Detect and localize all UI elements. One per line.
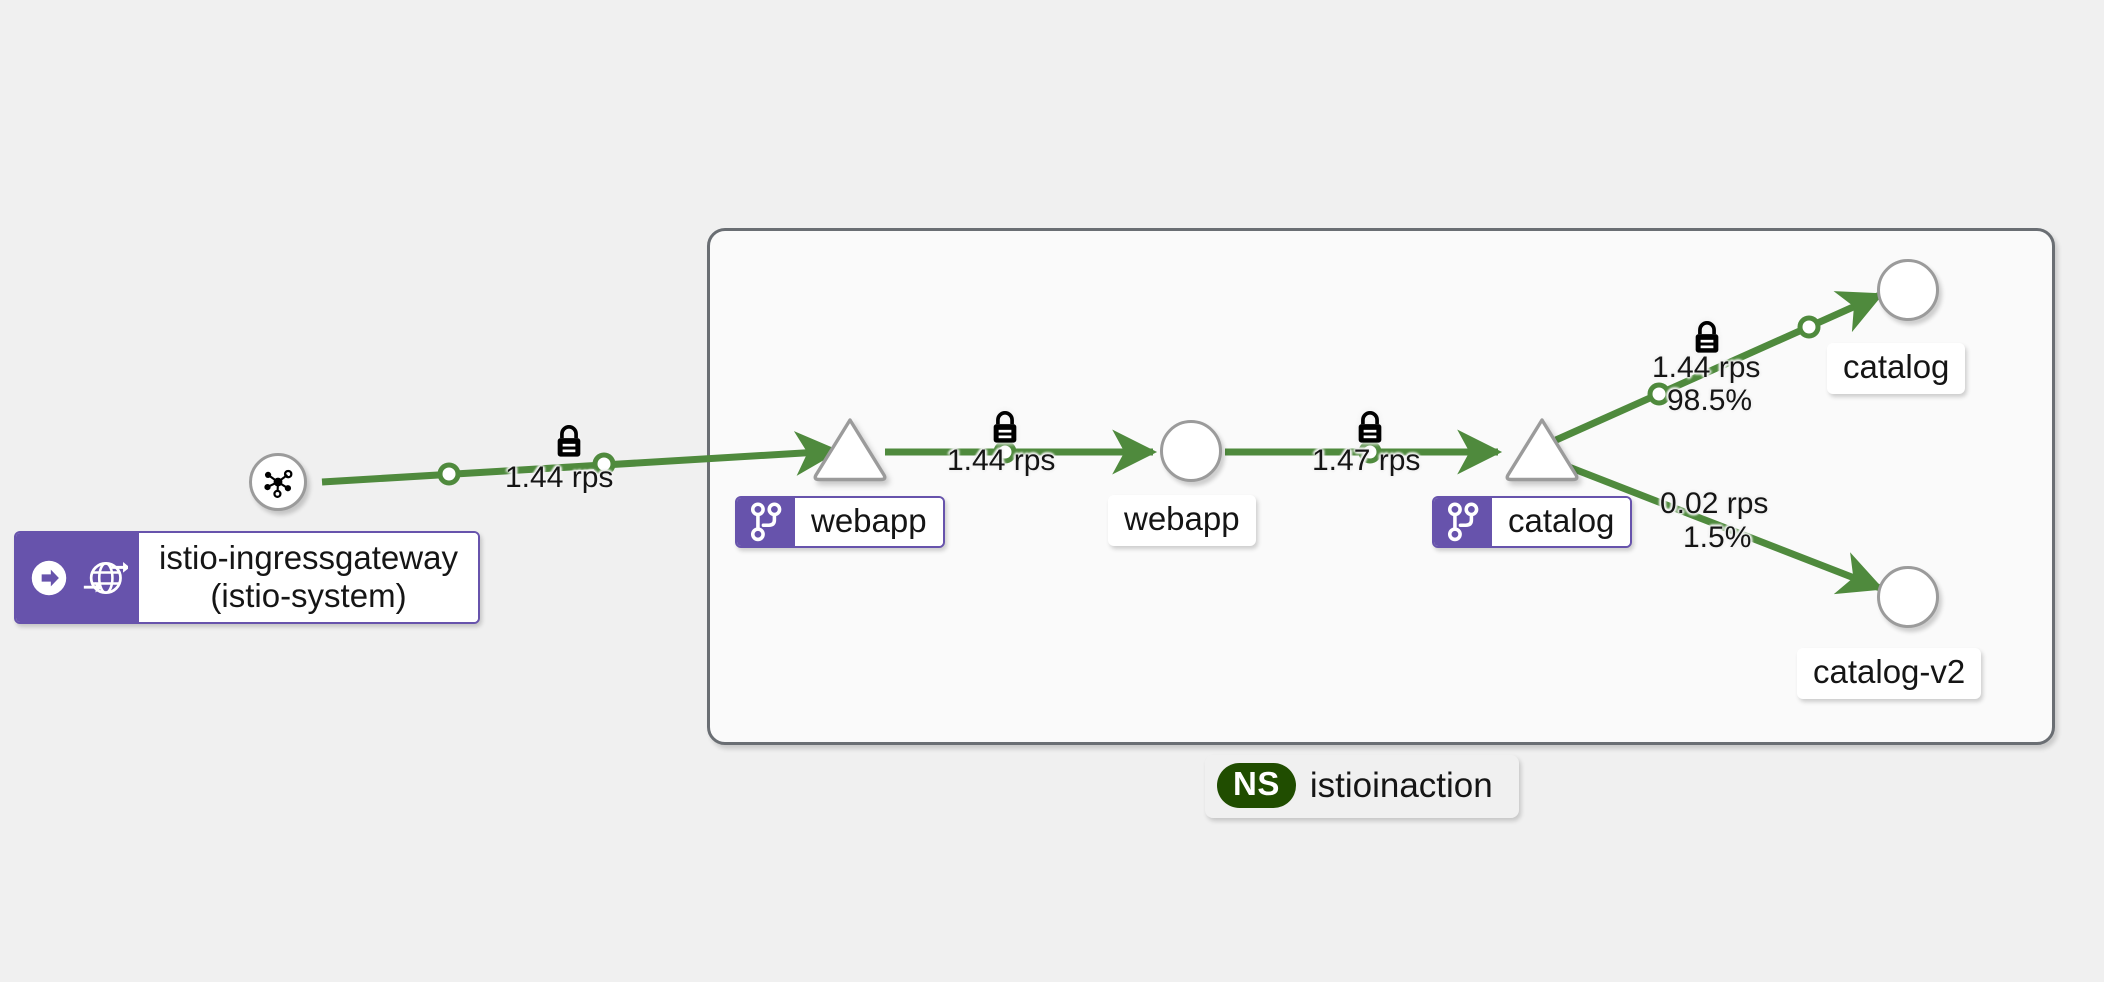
node-mesh-root[interactable] xyxy=(249,453,307,511)
edge-label-rate: 1.47 rps xyxy=(1312,444,1421,477)
node-label-text: webapp xyxy=(795,498,943,547)
node-label-istio-ingressgateway[interactable]: istio-ingressgateway (istio-system) xyxy=(14,531,480,625)
edge-label-rate: 1.44 rps xyxy=(505,461,614,494)
ingress-arrow-icon xyxy=(31,560,67,595)
virtual-service-branch-icon xyxy=(750,502,782,542)
node-label-catalog-service[interactable]: catalog xyxy=(1432,496,1633,549)
workload-circle[interactable] xyxy=(1877,259,1939,321)
edge-webapp-service-to-webapp-workload[interactable] xyxy=(885,429,1158,475)
node-label-catalog-workload[interactable]: catalog xyxy=(1827,343,1966,394)
edge-mesh-to-webapp-service[interactable] xyxy=(321,431,841,486)
node-label-catalog-v2-workload[interactable]: catalog-v2 xyxy=(1797,648,1982,699)
service-triangle[interactable] xyxy=(812,415,888,483)
edge-label-rate: 1.44 rps xyxy=(947,444,1056,477)
virtual-service-branch-icon xyxy=(1447,502,1479,542)
node-catalog-workload[interactable] xyxy=(1877,259,1939,321)
namespace-badge[interactable]: NS istioinaction xyxy=(1205,755,1519,818)
node-label-webapp-service[interactable]: webapp xyxy=(735,496,945,549)
node-label-text: catalog xyxy=(1492,498,1631,547)
service-triangle[interactable] xyxy=(1504,415,1580,483)
node-catalog-v2-workload[interactable] xyxy=(1877,566,1939,628)
lock-icon xyxy=(1353,408,1387,446)
gateway-globe-icon xyxy=(83,561,128,594)
edge-label-percent: 1.5% xyxy=(1683,521,1752,554)
workload-circle[interactable] xyxy=(1160,420,1222,482)
lock-icon xyxy=(552,422,586,460)
gateway-label-line1: istio-ingressgateway xyxy=(159,539,458,576)
edge-catalog-service-to-catalog-v2-workload[interactable] xyxy=(1554,458,1884,595)
node-catalog-service[interactable] xyxy=(1504,415,1580,483)
mesh-node-circle[interactable] xyxy=(249,453,307,511)
gateway-label-text: istio-ingressgateway (istio-system) xyxy=(139,533,478,623)
node-webapp-workload[interactable] xyxy=(1160,420,1222,482)
edge-catalog-service-to-catalog-workload[interactable] xyxy=(1554,291,1884,444)
gateway-badges xyxy=(16,533,139,623)
mesh-topology-icon xyxy=(264,469,293,499)
workload-circle[interactable] xyxy=(1877,566,1939,628)
edge-label-rate: 0.02 rps xyxy=(1660,487,1769,520)
namespace-name: istioinaction xyxy=(1309,765,1493,805)
namespace-abbrev-pill: NS xyxy=(1217,763,1296,808)
lock-icon xyxy=(1690,318,1724,356)
gateway-label-line2: (istio-system) xyxy=(210,576,407,614)
edge-webapp-workload-to-catalog-service[interactable] xyxy=(1225,429,1503,475)
virtual-service-badge xyxy=(737,498,795,547)
edge-label-rate: 1.44 rps xyxy=(1652,351,1761,384)
node-webapp-service[interactable] xyxy=(812,415,888,483)
node-label-webapp-workload[interactable]: webapp xyxy=(1108,495,1256,546)
lock-icon xyxy=(988,408,1022,446)
edge-label-percent: 98.5% xyxy=(1667,384,1753,417)
virtual-service-badge xyxy=(1434,498,1492,547)
